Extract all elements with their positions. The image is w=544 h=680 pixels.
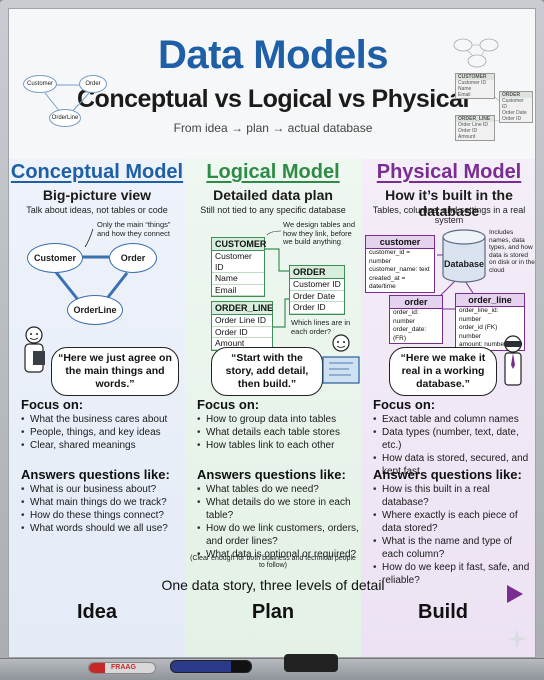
logical-heading: Logical Model	[206, 161, 340, 183]
conceptual-heading: Conceptual Model	[10, 161, 184, 183]
physical-order-table: order order_id: number order_date: (FR)	[389, 295, 443, 344]
physical-questions-list: How is this built in a real database? Wh…	[373, 483, 535, 587]
customer-node: Customer	[27, 243, 83, 273]
list-item: How is this built in a real database?	[373, 483, 535, 509]
marker-tray	[0, 658, 544, 680]
physical-person-icon	[504, 335, 522, 386]
logical-note: Still not tied to any specific database	[200, 205, 346, 215]
conceptual-subheading: Big-picture view	[42, 187, 152, 203]
sparkle-icon	[507, 629, 527, 649]
list-item: How do we link customers, orders, and or…	[197, 522, 359, 548]
logical-questions-list: What tables do we need? What details do …	[197, 483, 359, 561]
conceptual-focus-list: What the business cares about People, th…	[21, 413, 183, 452]
list-item: What tables do we need?	[197, 483, 359, 496]
conceptual-focus-title: Focus on:	[21, 397, 84, 412]
logical-subheading: Detailed data plan	[213, 187, 333, 203]
list-item: How do we keep it fast, safe, and reliab…	[373, 561, 535, 587]
mini-order-table: ORDER Customer ID Order Date Order ID	[499, 91, 533, 123]
progress-arrow	[27, 585, 523, 603]
physical-note: Tables, columns, and settings in a real …	[372, 205, 526, 225]
conceptual-column-bg	[9, 159, 185, 657]
list-item: How do these things connect?	[21, 509, 183, 522]
list-item: What data is optional or required?	[197, 548, 359, 561]
physical-subheading: How it’s built in the database	[385, 187, 513, 219]
list-item: Where exactly is each piece of data stor…	[373, 509, 535, 535]
list-item: Clear, shared meanings	[21, 439, 183, 452]
physical-speech-bubble: “Here we make it real in a working datab…	[389, 347, 497, 396]
physical-questions-title: Answers questions like:	[373, 467, 522, 482]
conceptual-person-icon	[24, 326, 45, 373]
list-item: What is our business about?	[21, 483, 183, 496]
logical-questions-title: Answers questions like:	[197, 467, 346, 482]
conceptual-questions-title: Answers questions like:	[21, 467, 170, 482]
logical-focus-list: How to group data into tables What detai…	[197, 413, 359, 452]
mini-order-node: Order	[79, 75, 107, 93]
database-cylinder-icon	[442, 229, 486, 283]
order-node: Order	[109, 243, 157, 273]
stage-plan: Plan	[251, 601, 295, 623]
list-item: How to group data into tables	[197, 413, 359, 426]
logical-person-icon	[322, 334, 360, 384]
physical-diagram-lines	[437, 254, 474, 310]
logical-side-note: Which lines are in each order?	[291, 318, 351, 336]
conceptual-diagram-note: Only the main “things” and how they conn…	[97, 220, 171, 238]
red-marker[interactable]: FRAAG	[88, 662, 156, 674]
red-marker-label: FRAAG	[111, 664, 136, 671]
whiteboard: Data Models Conceptual vs Logical vs Phy…	[8, 8, 536, 658]
logical-orderline-table: ORDER_LINE Order Line ID Order ID Amount	[211, 301, 273, 351]
list-item: How data is stored, secured, and kept fa…	[373, 452, 535, 478]
list-item: Exact table and column names	[373, 413, 535, 426]
list-item: What main things do we track?	[21, 496, 183, 509]
mini-orderline-table: ORDER_LINE Order Line ID Order ID Amount	[455, 115, 495, 141]
list-item: What details each table stores	[197, 426, 359, 439]
conceptual-speech-bubble: “Here we just agree on the main things a…	[51, 347, 179, 396]
page-subtitle: Conceptual vs Logical vs Physical	[77, 85, 469, 113]
logical-order-table: ORDER Customer ID Order Date Order ID	[289, 265, 345, 315]
logical-customer-table: CUSTOMER Customer ID Name Email	[211, 237, 266, 297]
logical-diagram-note: We design tables and how they link, befo…	[283, 220, 355, 246]
physical-diagram-note: Includes names, data types, and how data…	[489, 229, 535, 274]
list-item: Data types (number, text, date, etc.)	[373, 426, 535, 452]
mini-orderline-node: OrderLine	[49, 109, 81, 127]
page-title: Data Models	[157, 33, 389, 77]
list-item: How tables link to each other	[197, 439, 359, 452]
blue-marker[interactable]	[170, 660, 252, 673]
list-item: What words should we all use?	[21, 522, 183, 535]
stage-idea: Idea	[76, 601, 118, 623]
mini-customer-table: CUSTOMER Customer ID Name Email	[455, 73, 495, 99]
logical-speech-bubble: “Start with the story, add detail, then …	[211, 347, 323, 396]
physical-customer-table: customer customer_id = number customer_n…	[365, 235, 435, 293]
logical-focus-title: Focus on:	[197, 397, 260, 412]
logical-footnote: (Clear enough for both business and tech…	[190, 555, 356, 569]
conceptual-note: Talk about ideas, not tables or code	[26, 205, 168, 215]
physical-focus-title: Focus on:	[373, 397, 436, 412]
orderline-node: OrderLine	[67, 295, 123, 325]
list-item: People, things, and key ideas	[21, 426, 183, 439]
physical-heading: Physical Model	[376, 161, 522, 183]
physical-orderline-table: order_line order_line_id: number order_i…	[455, 293, 525, 351]
page-tagline: From idea → plan → actual database	[173, 121, 373, 135]
list-item: What details do we store in each table?	[197, 496, 359, 522]
logical-diagram-lines	[263, 230, 291, 328]
bottom-caption: One data story, three levels of detail	[161, 577, 385, 593]
mini-customer-node: Customer	[23, 75, 57, 93]
physical-focus-list: Exact table and column names Data types …	[373, 413, 535, 478]
eraser[interactable]	[284, 654, 338, 672]
stage-build: Build	[418, 601, 468, 623]
conceptual-questions-list: What is our business about? What main th…	[21, 483, 183, 535]
database-label: Database	[443, 259, 485, 269]
list-item: What the business cares about	[21, 413, 183, 426]
list-item: What is the name and type of each column…	[373, 535, 535, 561]
